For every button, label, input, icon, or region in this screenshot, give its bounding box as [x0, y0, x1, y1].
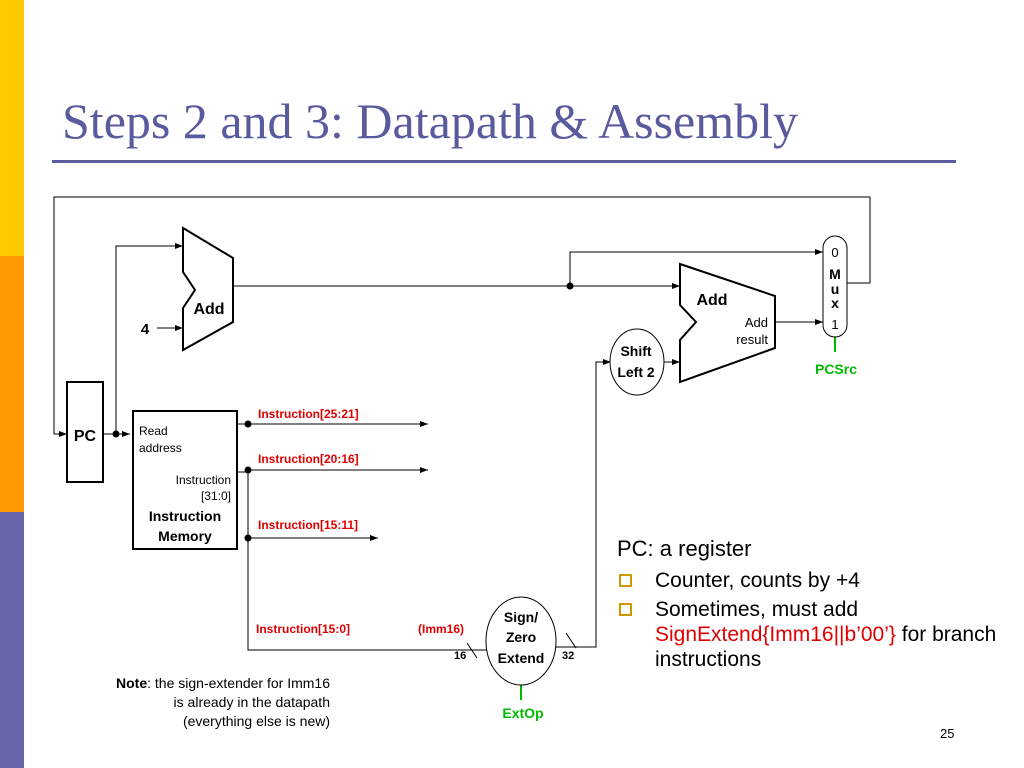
- control-lines: [520, 337, 836, 700]
- pc-register: [66, 381, 104, 483]
- mux-input-1: 1: [831, 317, 838, 332]
- adder1-shape: [182, 226, 234, 352]
- mux-letter-m: M: [829, 266, 841, 282]
- bus-width-16: 16: [454, 650, 466, 662]
- imem-instr-line2: [31:0]: [201, 489, 231, 503]
- width16-tick: [466, 642, 478, 659]
- junction-pc: [112, 430, 120, 438]
- sign-zero-extend: [485, 596, 557, 686]
- junction-bus-15-11: [244, 534, 252, 542]
- shift-label-line1: Shift: [620, 343, 651, 359]
- junction-adder1-out: [566, 282, 574, 290]
- pc-to-adder1-wire: [115, 243, 183, 434]
- slide-title: Steps 2 and 3: Datapath & Assembly: [62, 93, 799, 149]
- note: Note: the sign-extender for Imm16 is alr…: [40, 674, 330, 731]
- adder2-output-line2: result: [736, 332, 768, 347]
- imem-read-line2: address: [139, 441, 182, 455]
- adder2-shape: [679, 262, 776, 384]
- bus-label-15-0: Instruction[15:0]: [256, 622, 350, 636]
- imem-instruction-bus: [238, 471, 487, 651]
- adder2-label: Add: [696, 292, 727, 309]
- extend-label-line1: Sign/: [504, 609, 538, 625]
- bus-label-imm16: (Imm16): [418, 622, 464, 636]
- note-line1: : the sign-extender for Imm16: [147, 675, 330, 691]
- adder2-output-line1: Add: [745, 315, 768, 330]
- extend-label-line2: Zero: [506, 629, 536, 645]
- bullet-box-icon: [619, 574, 632, 587]
- imem-instr-line1: Instruction: [176, 473, 231, 487]
- extop-label: ExtOp: [502, 705, 543, 721]
- strip-middle: [0, 256, 24, 512]
- shift-left-2: [609, 328, 665, 396]
- junction-bus-20-16: [244, 466, 252, 474]
- bus-label-15-11: Instruction[15:11]: [258, 518, 358, 532]
- mux-input-0: 0: [831, 245, 838, 260]
- bullet-item-post: for branch instructions: [655, 623, 997, 671]
- imem-title-line2: Memory: [158, 528, 212, 544]
- imem-title-line1: Instruction: [149, 508, 221, 524]
- bullet-list: PC: a register Counter, counts by +4 Som…: [617, 536, 997, 676]
- extend-label-line3: Extend: [498, 650, 545, 666]
- mux-letter-x: x: [831, 295, 839, 311]
- imem-read-line1: Read: [139, 424, 168, 438]
- mux-letter-u: u: [831, 281, 840, 297]
- title-rule: [52, 160, 956, 163]
- constant-four: 4: [141, 321, 150, 338]
- instruction-memory: [132, 410, 238, 550]
- bullet-item-pre: Sometimes, must add: [655, 598, 859, 621]
- junction-bus-25-21: [244, 420, 252, 428]
- bullet-item-signextend: Sometimes, must add SignExtend{Imm16||b’…: [617, 597, 997, 672]
- junction-dots: [112, 282, 574, 542]
- pc-mux: [822, 235, 848, 338]
- adder1-label: Add: [193, 301, 224, 318]
- note-line2: is already in the datapath: [173, 694, 330, 710]
- wires: [53, 196, 871, 659]
- strip-bottom: [0, 512, 24, 768]
- shift-label-line2: Left 2: [617, 364, 655, 380]
- width32-tick: [565, 632, 577, 649]
- adder1-to-mux-wire: [233, 249, 823, 287]
- bullet-box-icon: [619, 603, 632, 616]
- page-number: 25: [940, 726, 955, 741]
- bullet-lead: PC: a register: [617, 536, 752, 561]
- note-bold: Note: [116, 675, 148, 691]
- pcsrc-label: PCSrc: [815, 361, 857, 377]
- note-line3: (everything else is new): [182, 713, 330, 729]
- mux-to-pc-wire: [53, 196, 871, 437]
- bullet-item-red: SignExtend{Imm16||b’00’}: [655, 623, 896, 646]
- bus-label-20-16: Instruction[20:16]: [258, 452, 359, 466]
- bus-width-32: 32: [562, 650, 574, 662]
- bullet-item-counter: Counter, counts by +4: [617, 568, 997, 593]
- extend-to-shift-wire: [556, 359, 611, 648]
- strip-top: [0, 0, 24, 256]
- bullet-item-counter-text: Counter, counts by +4: [655, 569, 860, 592]
- bus-label-25-21: Instruction[25:21]: [258, 407, 359, 421]
- pc-label: PC: [74, 428, 97, 445]
